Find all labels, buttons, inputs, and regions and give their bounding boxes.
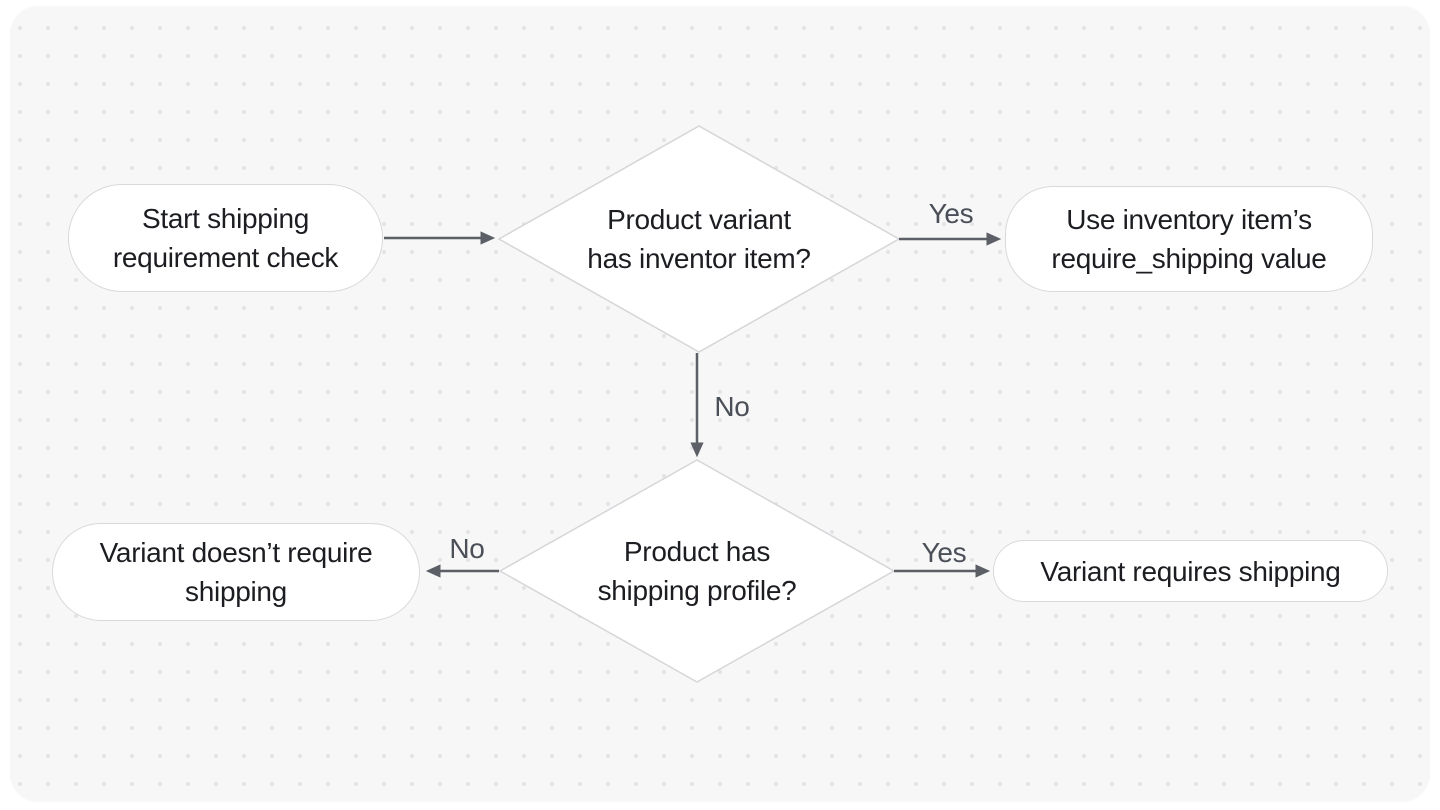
node-variant-no-shipping: Variant doesn’t require shipping: [52, 523, 420, 621]
node-label: Use inventory item’s require_shipping va…: [1051, 204, 1327, 274]
node-use-inventory-value: Use inventory item’s require_shipping va…: [1005, 186, 1373, 292]
edge-label-decision2-yes: Yes: [921, 537, 967, 568]
node-label: Variant doesn’t require shipping: [99, 537, 373, 607]
decision1-label: Product variant has inventor item?: [499, 200, 899, 278]
decision2-label: Product has shipping profile?: [497, 532, 897, 610]
node-label: Product has shipping profile?: [597, 536, 797, 606]
node-label: Product variant has inventor item?: [587, 204, 811, 274]
node-start-shipping-check: Start shipping requirement check: [68, 184, 383, 292]
node-label: Start shipping requirement check: [112, 203, 339, 273]
edge-label-decision1-yes: Yes: [928, 198, 974, 229]
edge-label-decision1-no: No: [714, 391, 750, 422]
edge-label-decision2-no: No: [449, 533, 485, 564]
node-label: Variant requires shipping: [1040, 555, 1341, 587]
node-variant-requires-shipping: Variant requires shipping: [993, 540, 1388, 602]
